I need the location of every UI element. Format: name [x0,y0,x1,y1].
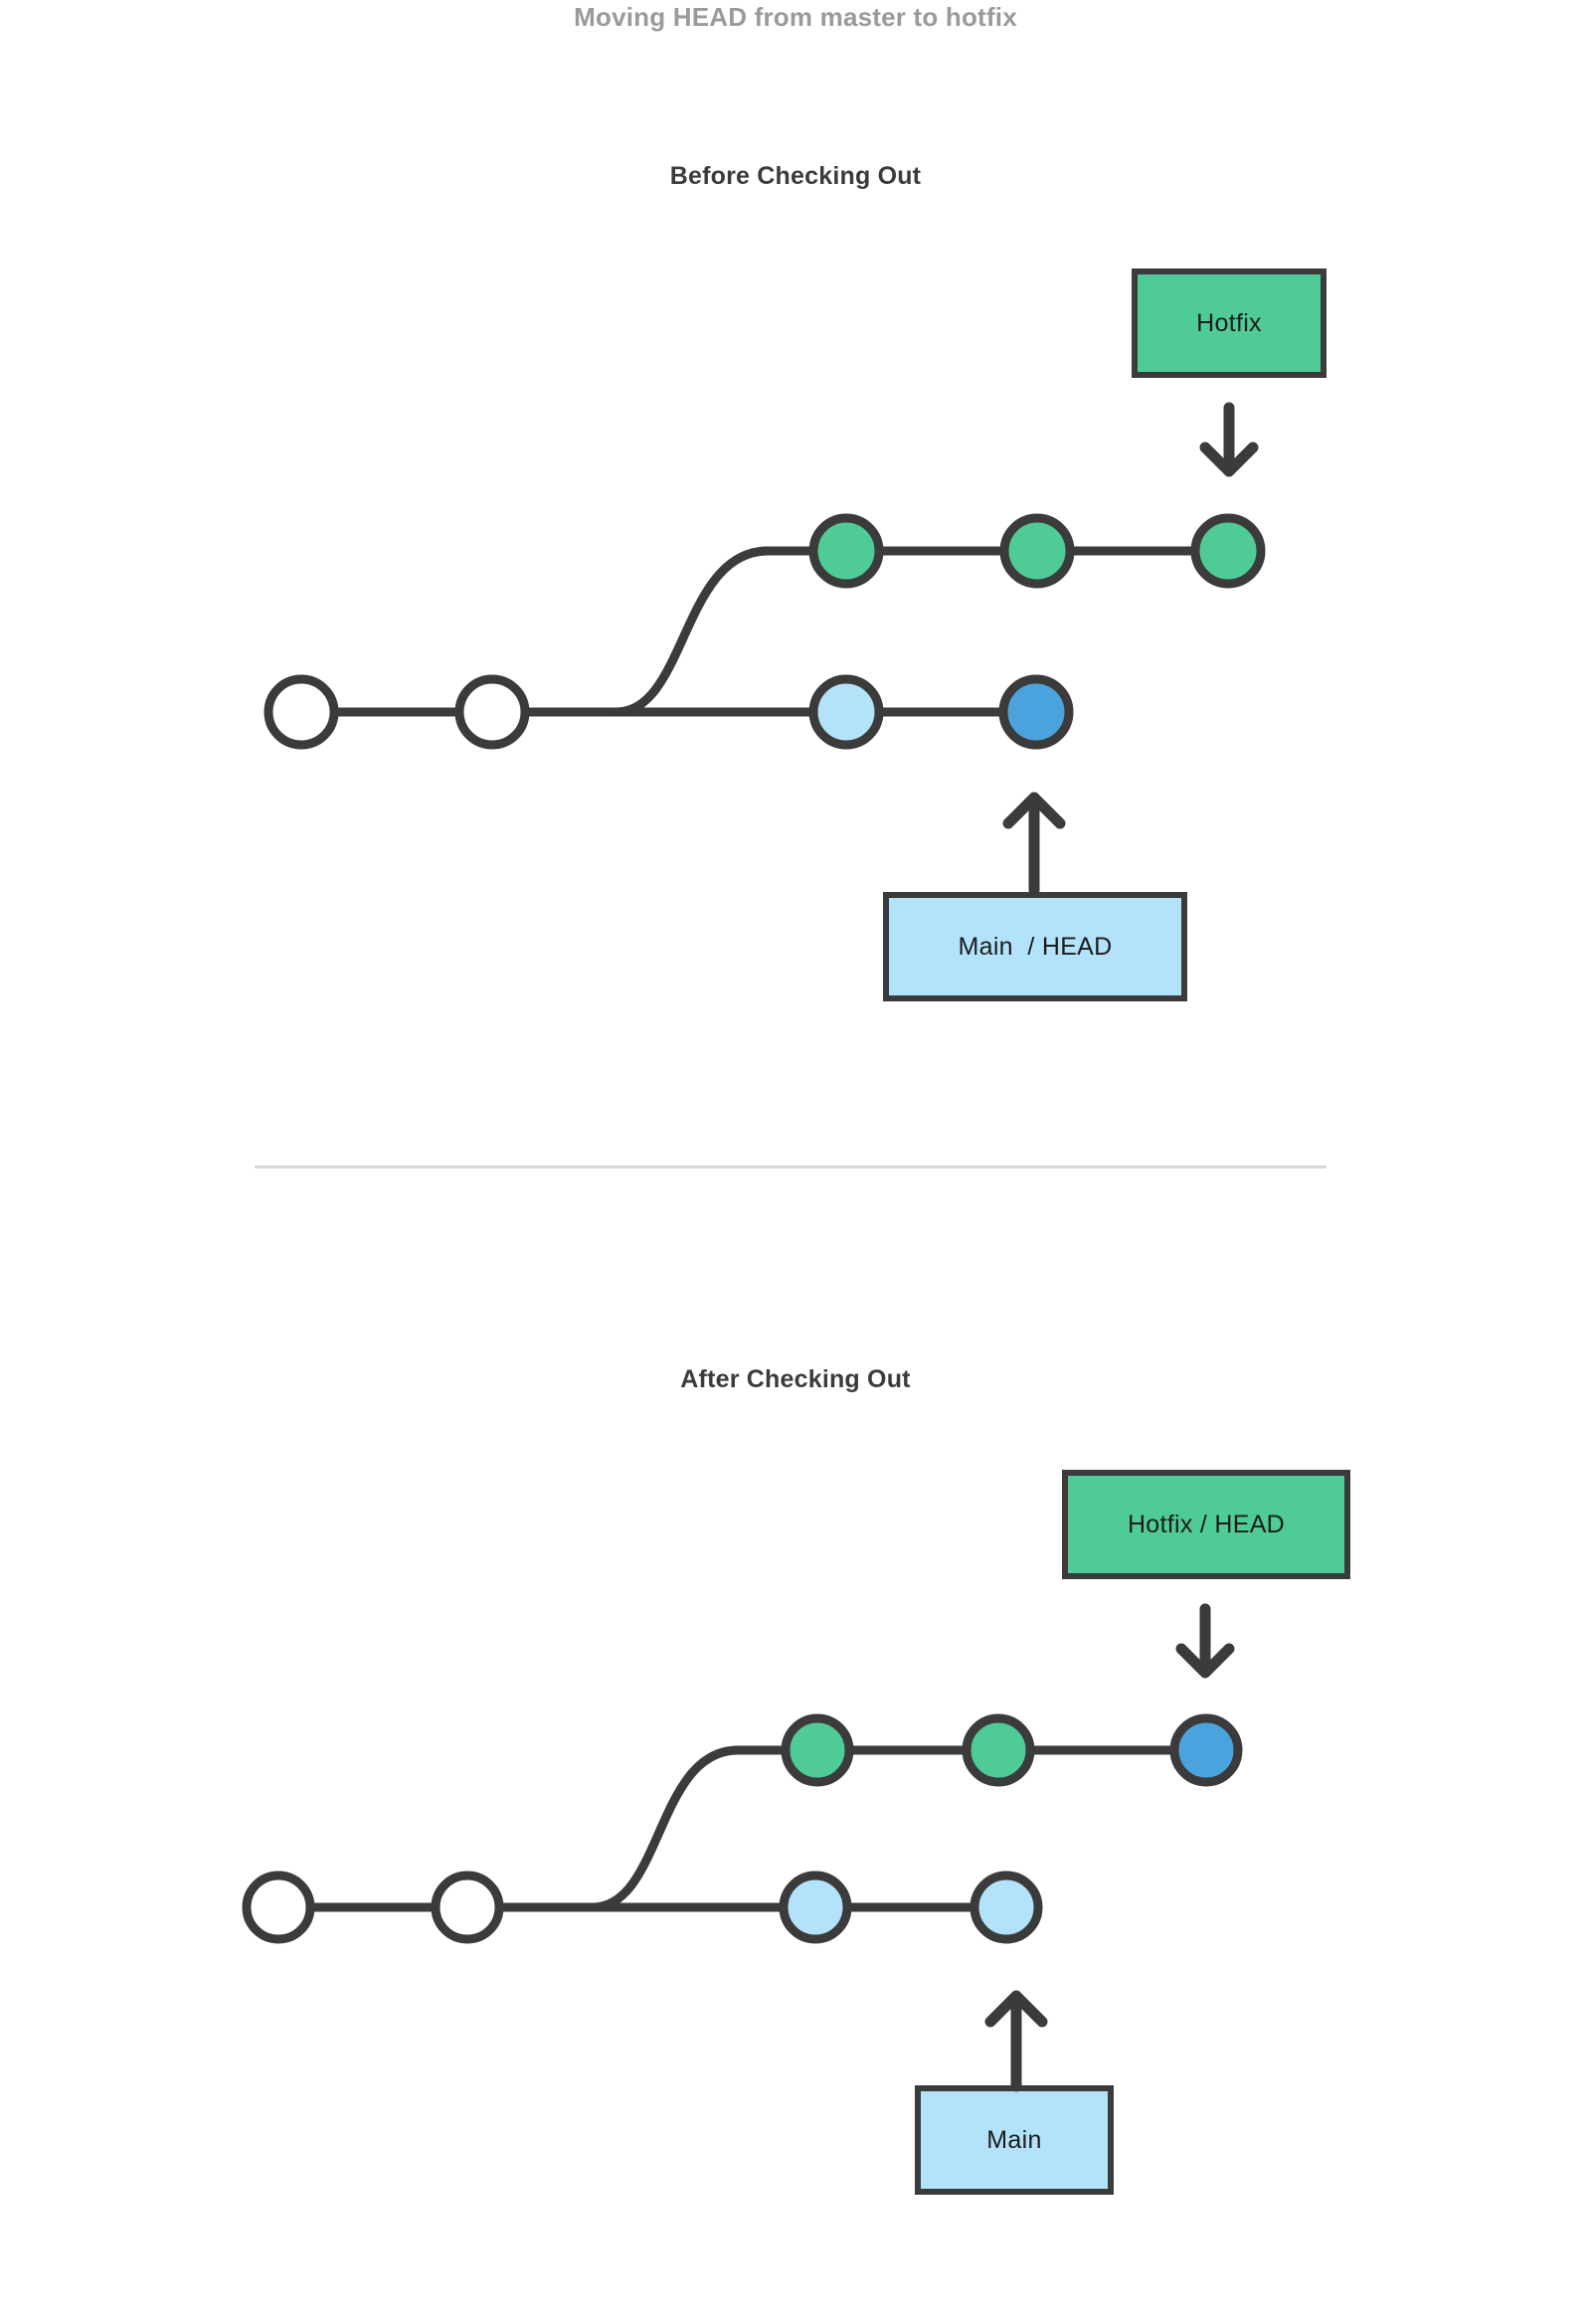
branch-label-box-hotfix-before[interactable]: Hotfix [1132,268,1326,378]
head-label-text: Main / HEAD [958,932,1113,961]
commit-node-hotfix-1-before[interactable] [808,513,884,589]
commit-node-main-1-before[interactable] [264,674,339,750]
head-label-text: Main [986,2125,1042,2154]
commit-node-main-1-after[interactable] [242,1871,315,1944]
page-title: Moving HEAD from master to hotfix [574,2,1017,32]
section-divider [255,1165,1326,1168]
commit-graph-after [242,1603,1243,2092]
commit-node-hotfix-2-after[interactable] [962,1713,1035,1787]
arrow-down-icon [1199,402,1259,477]
commit-graph-before [264,402,1266,896]
branch-label-text: Hotfix / HEAD [1127,1510,1286,1538]
section-heading-before: Before Checking Out [669,162,922,190]
arrow-up-icon [1002,792,1066,896]
commit-node-main-4-head-before[interactable] [998,674,1074,750]
commit-node-main-3-before[interactable] [808,674,884,750]
head-label-box-main-after[interactable]: Main [915,2085,1114,2195]
commit-node-main-4-after[interactable] [970,1871,1043,1944]
commit-node-main-2-before[interactable] [454,674,530,750]
commit-node-hotfix-1-after[interactable] [781,1713,854,1787]
branch-curve-after [588,1745,743,1912]
commit-node-hotfix-2-before[interactable] [999,513,1075,589]
arrow-up-icon [984,1990,1048,2092]
arrow-down-icon [1175,1603,1235,1679]
commit-node-hotfix-3-head-after[interactable] [1169,1713,1243,1787]
commit-node-hotfix-3-before[interactable] [1190,513,1266,589]
commit-node-main-3-after[interactable] [779,1871,852,1944]
branch-curve-before [612,546,773,717]
commit-node-main-2-after[interactable] [431,1871,504,1944]
branch-label-text: Hotfix [1196,308,1262,337]
branch-label-box-hotfix-after[interactable]: Hotfix / HEAD [1062,1470,1350,1579]
section-heading-after: After Checking Out [680,1365,911,1393]
head-label-box-main-before[interactable]: Main / HEAD [883,892,1187,1001]
